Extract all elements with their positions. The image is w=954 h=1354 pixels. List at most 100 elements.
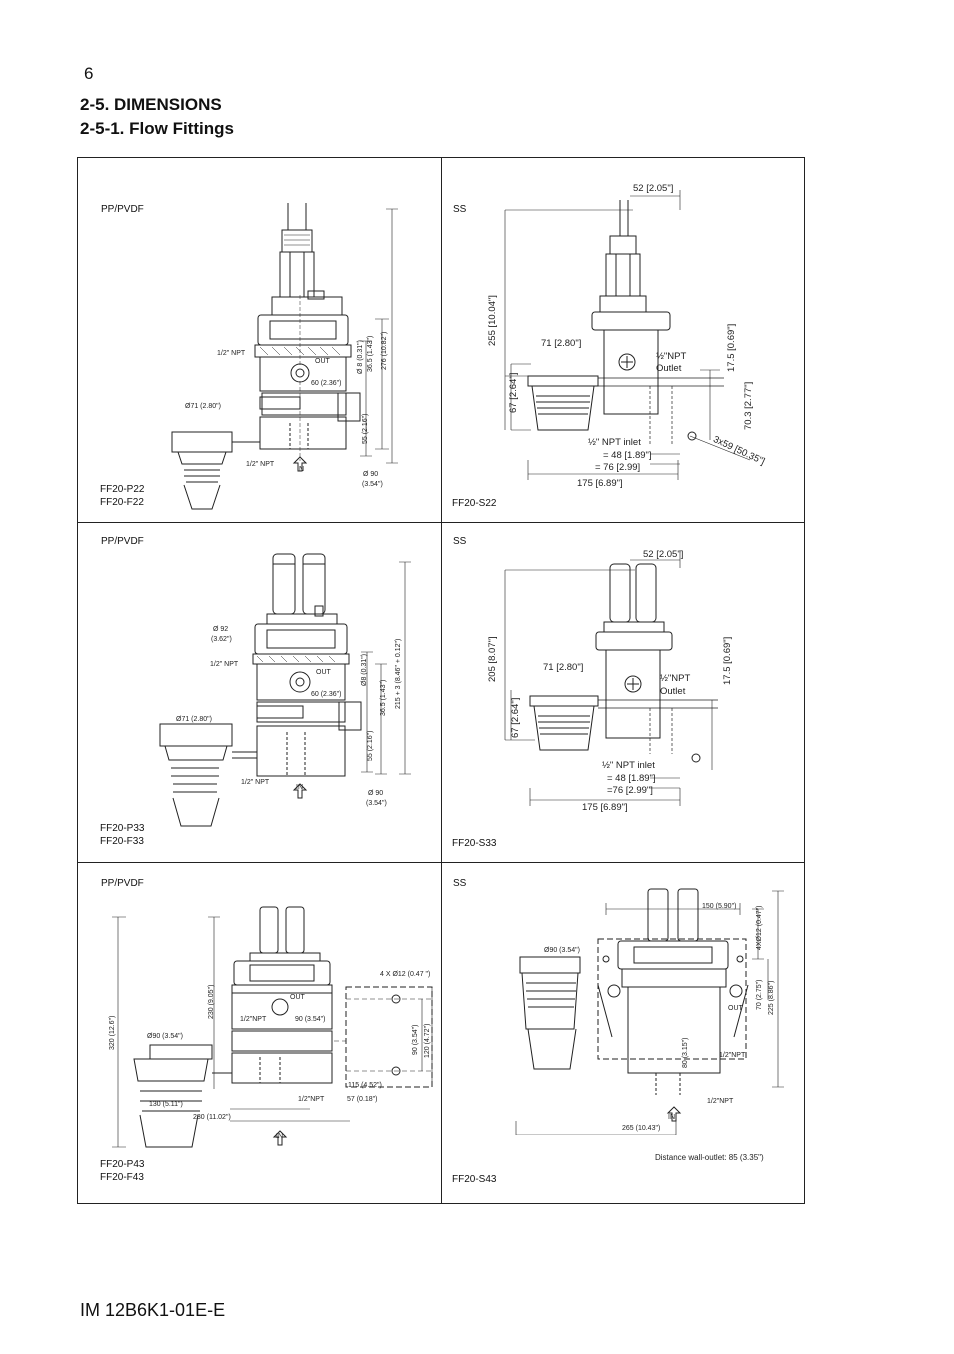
dim-71: 71 [2.80"] xyxy=(543,662,584,673)
dim-67: 67 [2.64"] xyxy=(508,372,519,413)
dim-175: 175 [6.89"] xyxy=(577,478,623,489)
model-list: FF20-P43 FF20-F43 xyxy=(100,1158,144,1184)
dim-8: Ø8 (0.31") xyxy=(361,653,368,686)
npt-outlet-line1: ½"NPT xyxy=(660,673,691,684)
dim-90-inch: (3.54") xyxy=(366,800,387,807)
npt-outlet-line2: Outlet xyxy=(656,363,682,374)
model-list: FF20-S33 xyxy=(452,837,496,850)
dim-17-5: 17.5 [0.69"] xyxy=(726,323,737,372)
dim-in: IN xyxy=(296,784,303,791)
dim-60: 60 (2.36") xyxy=(311,380,342,387)
drawing-ff20-p33 xyxy=(159,553,411,827)
dim-92: Ø 92 xyxy=(213,626,229,633)
dim-npt-out: 1/2"NPT xyxy=(719,1052,746,1059)
dim-in: IN xyxy=(276,1133,283,1140)
dim-17-5: 17.5 [0.69"] xyxy=(722,636,733,685)
material-label: PP/PVDF xyxy=(101,204,144,215)
dim-71: 71 [2.80"] xyxy=(541,338,582,349)
dim-52: 52 [2.05"] xyxy=(633,183,674,194)
dim-70: 70 (2.75") xyxy=(756,979,763,1010)
model-code: FF20-S33 xyxy=(452,838,497,849)
model-code: FF20-F43 xyxy=(100,1172,144,1183)
model-code: FF20-P43 xyxy=(100,1159,145,1170)
dim-36-5: 36.5 (1.43") xyxy=(380,679,387,716)
dim-npt-in: 1/2" NPT xyxy=(241,779,270,786)
dim-230: 230 (9.05") xyxy=(208,984,215,1019)
dim-90-dia: Ø90 (3.54") xyxy=(147,1033,183,1040)
dim-90: Ø 90 xyxy=(368,790,384,797)
dim-90b: 90 (3.54") xyxy=(412,1024,419,1055)
dim-57: 57 (0.18") xyxy=(347,1096,378,1103)
dim-8: Ø 8 (0.31") xyxy=(357,340,364,374)
npt-inlet: ½" NPT inlet xyxy=(588,437,641,448)
drawing-ff20-s22 xyxy=(504,190,751,480)
model-code: FF20-P33 xyxy=(100,823,145,834)
dim-120: 120 (4.72") xyxy=(424,1023,431,1058)
drawing-ff20-s43 xyxy=(515,888,784,1135)
dim-205: 205 [8.07"] xyxy=(487,636,498,682)
model-code: FF20-F33 xyxy=(100,836,144,847)
material-label: SS xyxy=(453,204,467,215)
dim-71: Ø71 (2.80") xyxy=(176,716,212,723)
dim-265: 265 (10.43") xyxy=(622,1125,661,1132)
dim-80: 80 (3.15") xyxy=(682,1037,689,1068)
dim-in: IN xyxy=(668,1114,675,1121)
dim-npt-in: 1/2"NPT xyxy=(707,1098,734,1105)
dim-out: OUT xyxy=(316,669,331,676)
dim-92-inch: (3.62") xyxy=(211,636,232,643)
dim-115: 115 (4.52") xyxy=(348,1082,382,1089)
dim-90a: 90 (3.54") xyxy=(295,1016,326,1023)
dim-70-3: 70.3 [2.77"] xyxy=(743,381,754,430)
npt-outlet-line1: ½"NPT xyxy=(656,351,687,362)
npt-outlet-line2: Outlet xyxy=(660,686,686,697)
dim-npt-in: 1/2"NPT xyxy=(298,1096,325,1103)
dim-60: 60 (2.36") xyxy=(311,691,342,698)
model-list: FF20-S43 xyxy=(452,1173,496,1186)
dim-255: 255 [10.04"] xyxy=(487,295,498,346)
dim-in: IN xyxy=(297,466,304,473)
dim-76: =76 [2.99"] xyxy=(607,785,653,796)
model-code: FF20-F22 xyxy=(100,497,144,508)
wall-distance-note: Distance wall-outlet: 85 (3.35") xyxy=(655,1153,764,1162)
model-list: FF20-P22 FF20-F22 xyxy=(100,483,144,509)
table-divider-vertical xyxy=(441,157,442,1204)
drawing-ff20-s33 xyxy=(504,550,718,806)
dim-320: 320 (12.6") xyxy=(109,1015,116,1050)
model-code: FF20-P22 xyxy=(100,484,145,495)
dim-npt-out: 1/2"NPT xyxy=(240,1016,267,1023)
dim-130: 130 (5.11") xyxy=(149,1101,183,1108)
dim-215: 215 + 3 (8.46" + 0.12") xyxy=(395,638,402,709)
section-heading: 2-5. DIMENSIONS xyxy=(80,95,222,114)
material-label: PP/PVDF xyxy=(101,536,144,547)
dim-280: 280 (11.02") xyxy=(193,1114,231,1121)
model-list: FF20-S22 xyxy=(452,497,496,510)
model-code: FF20-S22 xyxy=(452,498,497,509)
dim-276: 276 (10.82") xyxy=(381,331,388,370)
dim-76: = 76 [2.99] xyxy=(595,462,641,473)
dim-out: OUT xyxy=(728,1005,743,1012)
dim-npt-out: 1/2" NPT xyxy=(217,350,246,357)
model-code: FF20-S43 xyxy=(452,1174,497,1185)
dim-67: 67 [2.64"] xyxy=(510,697,521,738)
table-divider-row2 xyxy=(77,862,805,863)
dim-71: Ø71 (2.80") xyxy=(185,403,221,410)
dim-4x12: 4XØ12 (0.47") xyxy=(756,905,763,950)
dim-90-dia: Ø90 (3.54") xyxy=(544,947,580,954)
dim-90: Ø 90 xyxy=(363,471,379,478)
page-number: 6 xyxy=(84,64,94,83)
dim-52: 52 [2.05"] xyxy=(643,549,684,560)
subsection-heading: 2-5-1. Flow Fittings xyxy=(80,119,234,138)
dim-150: 150 (5.90") xyxy=(702,903,737,910)
dim-4x12: 4 X Ø12 (0.47 ") xyxy=(380,971,431,978)
material-label: PP/PVDF xyxy=(101,878,144,889)
dim-175: 175 [6.89"] xyxy=(582,802,628,813)
dim-55: 55 (2.16") xyxy=(367,730,374,761)
dim-36-5: 36.5 (1.43") xyxy=(367,335,374,372)
table-divider-row1 xyxy=(77,522,805,523)
dim-90-inch: (3.54") xyxy=(362,481,383,488)
drawing-ff20-p22 xyxy=(171,203,398,510)
dim-out: OUT xyxy=(290,994,305,1001)
material-label: SS xyxy=(453,536,467,547)
document-id: IM 12B6K1-01E-E xyxy=(80,1300,226,1320)
drawing-ff20-p43 xyxy=(112,906,433,1148)
